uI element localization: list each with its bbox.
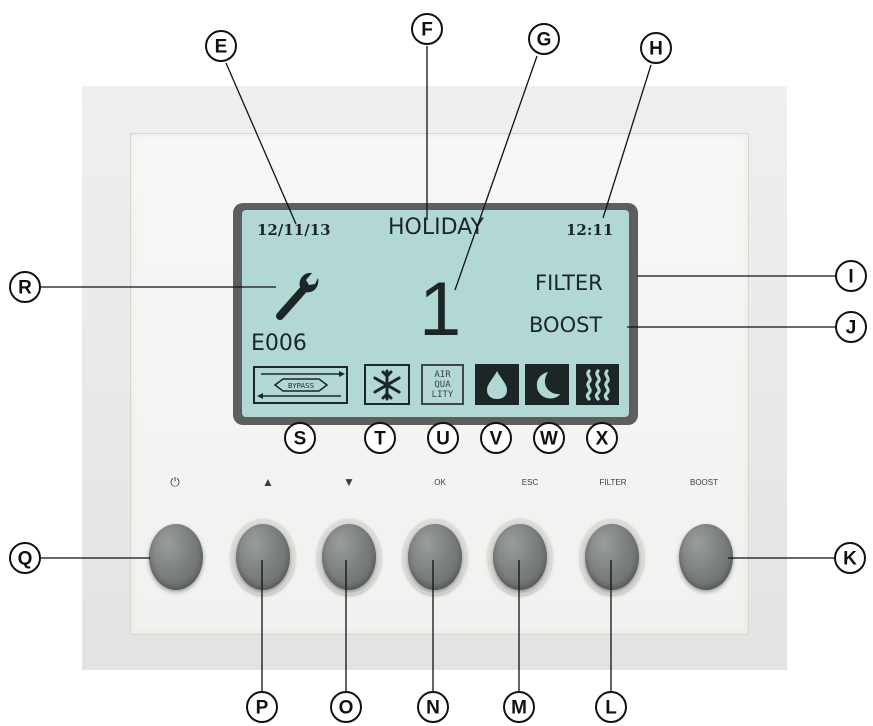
mode-readout: HOLIDAY xyxy=(388,215,484,240)
boost-button[interactable] xyxy=(679,524,733,590)
callout-circle-h xyxy=(640,32,672,64)
callout-circle-l xyxy=(595,691,627,723)
callout-circle-w xyxy=(533,422,565,454)
moon-icon xyxy=(525,364,569,405)
error-code: E006 xyxy=(251,331,307,356)
callout-x: X xyxy=(596,429,609,450)
callout-circle-n xyxy=(417,691,449,723)
ok-button[interactable] xyxy=(408,524,462,590)
callout-h: H xyxy=(649,39,663,60)
snowflake-icon xyxy=(364,364,410,405)
callout-circle-s xyxy=(284,422,316,454)
callout-g: G xyxy=(537,30,552,51)
callout-k: K xyxy=(843,549,857,570)
heater-icon xyxy=(576,364,619,405)
callout-w: W xyxy=(540,429,558,450)
bypass-icon: BYPASS xyxy=(253,366,348,404)
leader-h xyxy=(602,64,652,219)
boost-indicator: BOOST xyxy=(529,313,603,337)
up-button[interactable] xyxy=(236,524,290,590)
callout-circle-t xyxy=(364,422,396,454)
callout-circle-k xyxy=(834,542,866,574)
down-label: ▼ xyxy=(343,475,355,489)
callout-circle-m xyxy=(503,691,535,723)
callout-circle-e xyxy=(205,30,237,62)
air-quality-icon: AIR QUA LITY xyxy=(421,364,464,405)
callout-e: E xyxy=(215,37,228,58)
fan-speed-readout: 1 xyxy=(419,267,462,352)
esc-button[interactable] xyxy=(493,524,547,590)
leader-g xyxy=(454,55,538,291)
callout-circle-g xyxy=(528,23,560,55)
filter-label: FILTER xyxy=(599,478,627,487)
esc-label: ESC xyxy=(521,478,539,487)
callout-s: S xyxy=(294,429,307,450)
time-readout: 12:11 xyxy=(566,221,614,239)
callout-circle-i xyxy=(835,260,867,292)
water-drop-icon xyxy=(475,364,519,405)
callout-circle-f xyxy=(411,13,443,45)
callout-circle-u xyxy=(427,422,459,454)
air-quality-line-3: LITY xyxy=(431,389,454,400)
callout-circle-r xyxy=(9,271,41,303)
callout-r: R xyxy=(18,278,32,299)
bypass-text: BYPASS xyxy=(287,382,314,390)
callout-o: O xyxy=(339,698,354,719)
callout-q: Q xyxy=(18,549,33,570)
callout-l: L xyxy=(605,698,617,719)
leader-e xyxy=(225,62,297,225)
callout-j: J xyxy=(846,318,857,339)
callout-circle-p xyxy=(246,691,278,723)
callout-circle-v xyxy=(480,422,512,454)
callout-t: T xyxy=(374,429,386,450)
callout-m: M xyxy=(511,698,527,719)
date-readout: 12/11/13 xyxy=(257,221,331,239)
callout-circle-q xyxy=(9,542,41,574)
power-button[interactable] xyxy=(149,524,203,590)
callout-p: P xyxy=(256,698,269,719)
boost-label: BOOST xyxy=(689,478,718,487)
filter-button[interactable] xyxy=(585,524,639,590)
callout-v: V xyxy=(490,429,503,450)
down-button[interactable] xyxy=(322,524,376,590)
callout-u: U xyxy=(436,429,450,450)
air-quality-line-2: QUA xyxy=(434,379,451,390)
callout-f: F xyxy=(421,20,433,41)
callout-n: N xyxy=(426,698,440,719)
callout-i: I xyxy=(848,267,853,288)
air-quality-line-1: AIR xyxy=(434,369,451,380)
ok-label: OK xyxy=(434,478,446,487)
callout-circle-x xyxy=(586,422,618,454)
up-label: ▲ xyxy=(262,475,274,489)
power-label: ⏻ xyxy=(170,475,180,489)
wrench-icon xyxy=(276,272,319,320)
filter-indicator: FILTER xyxy=(535,271,603,295)
callout-circle-j xyxy=(835,311,867,343)
callout-circle-o xyxy=(330,691,362,723)
